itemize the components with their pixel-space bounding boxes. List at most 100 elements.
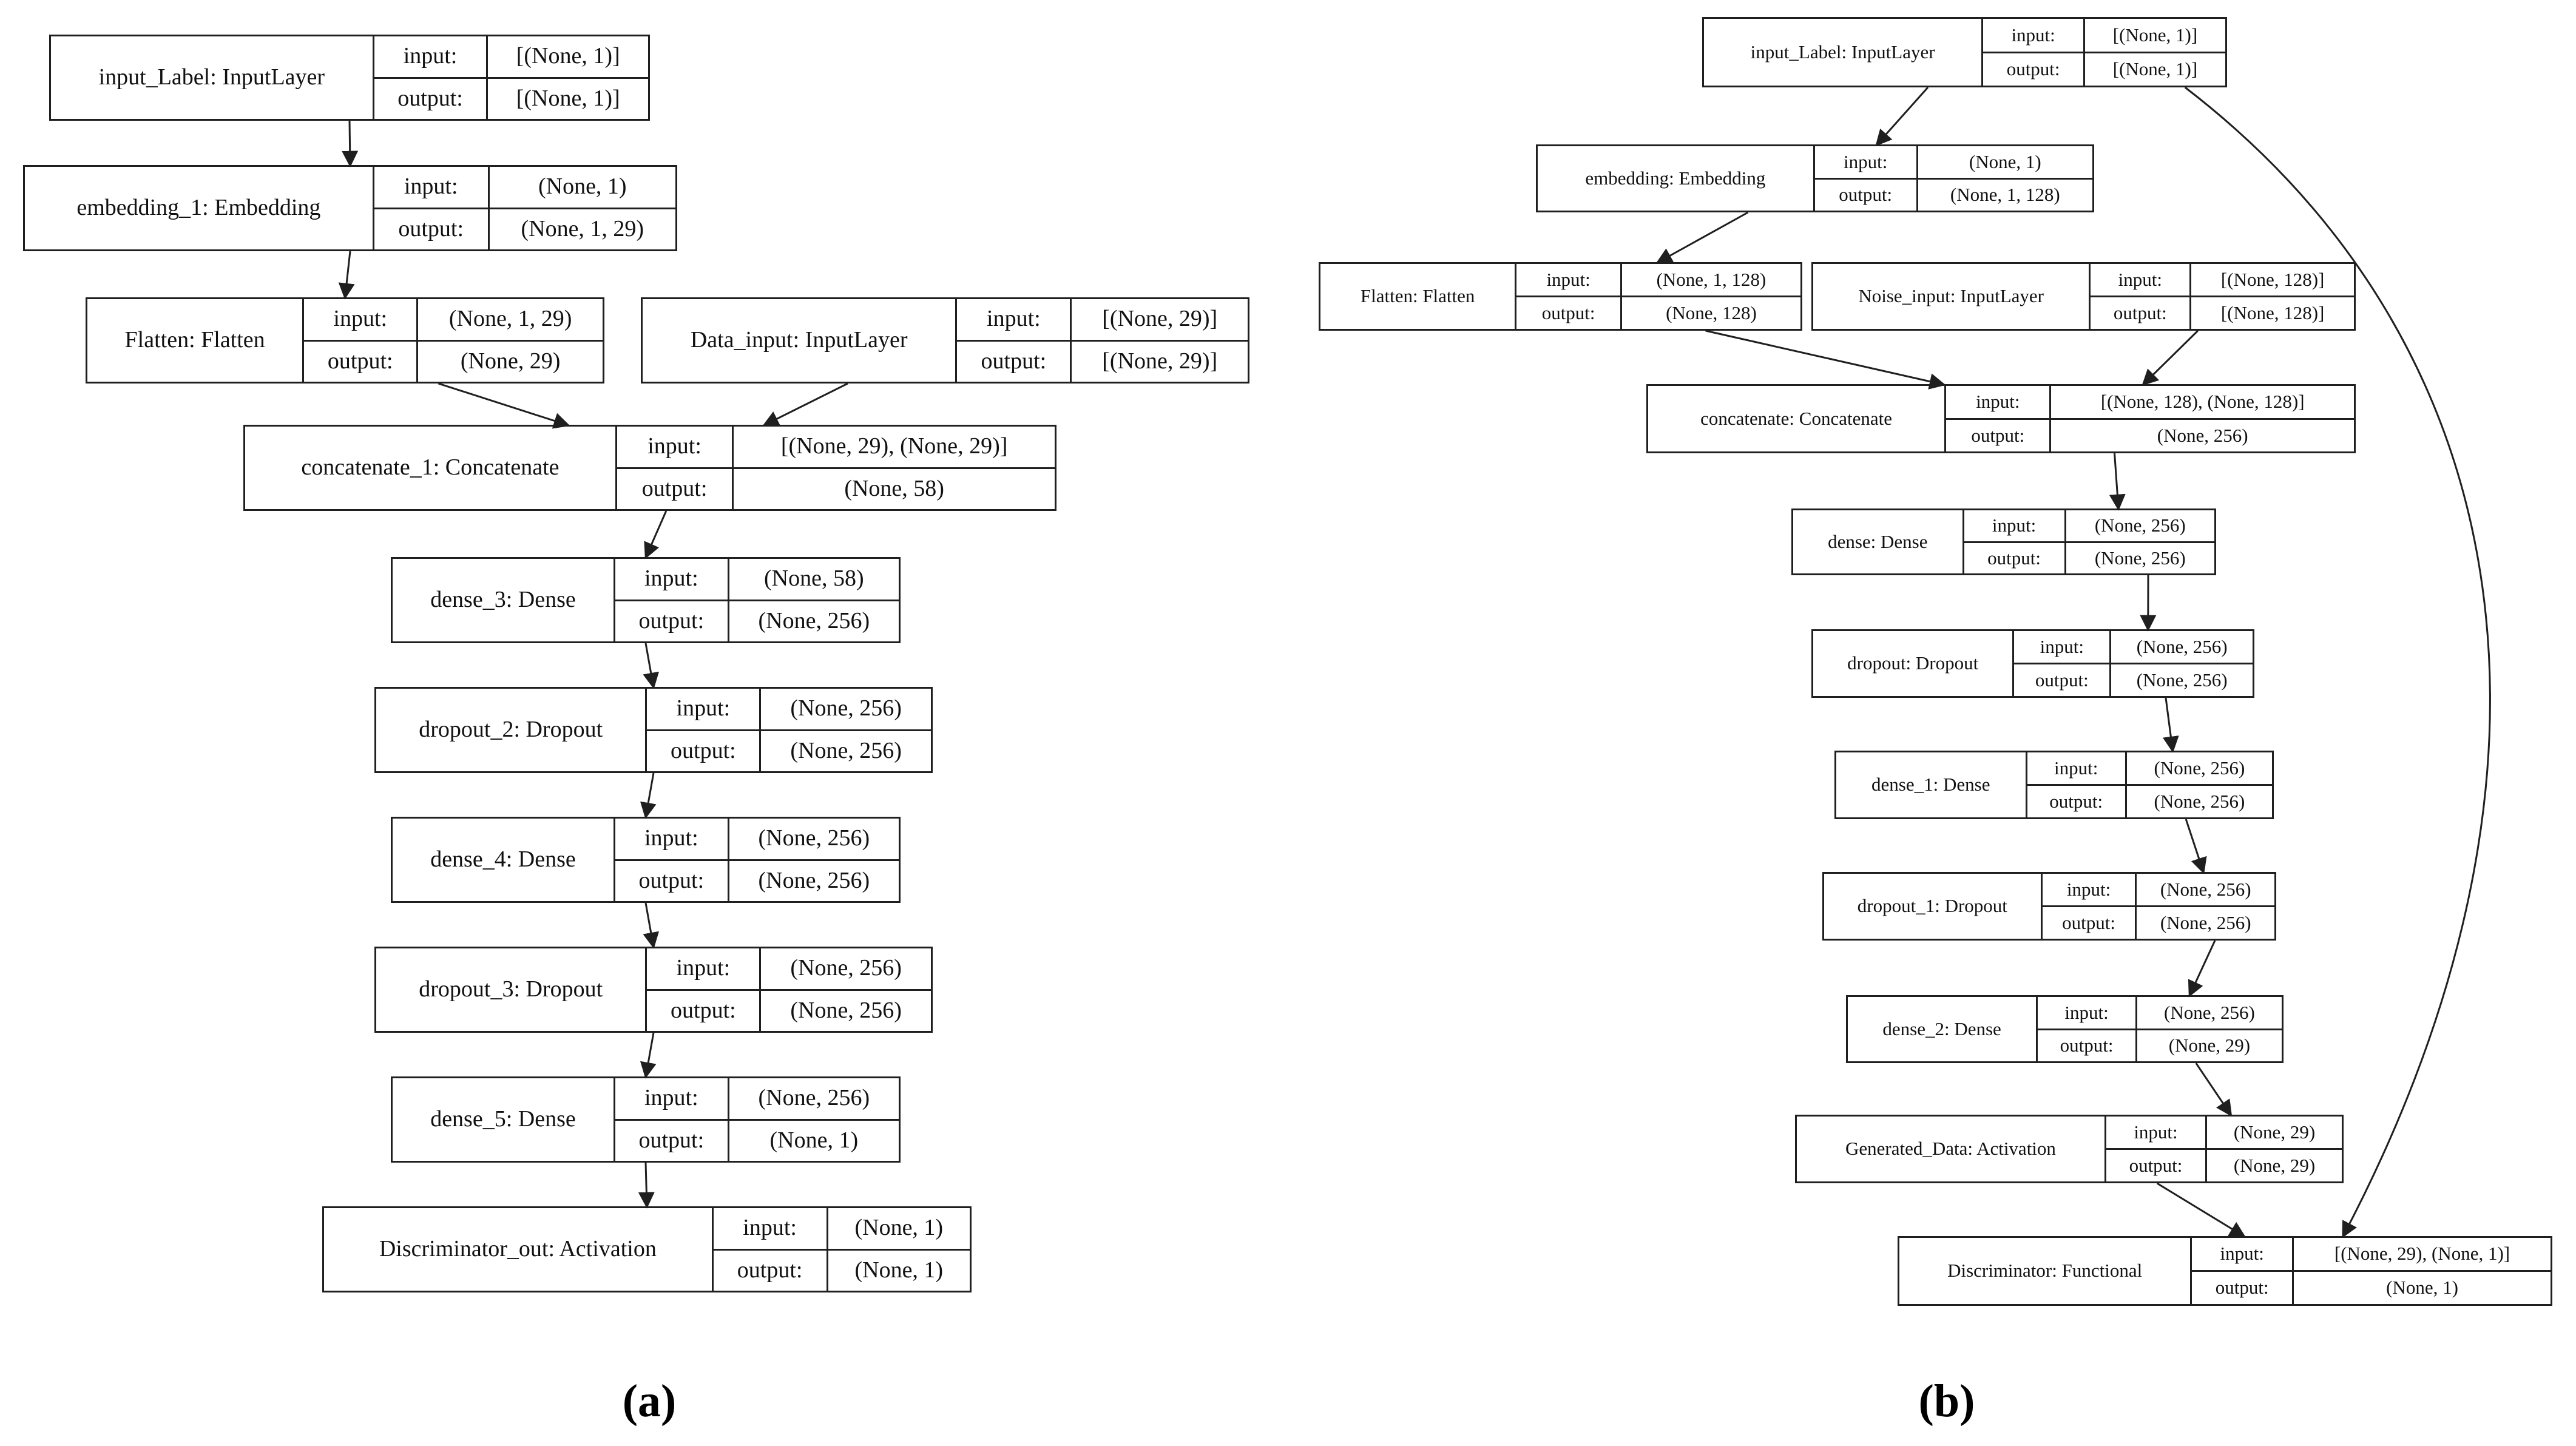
output-shape: [(None, 29)] <box>1070 339 1249 383</box>
layer-name: dense_2: Dense <box>1845 995 2038 1063</box>
layer-name: dense_1: Dense <box>1834 751 2027 819</box>
output-label: output: <box>2190 1270 2294 1306</box>
layer-name: concatenate: Concatenate <box>1646 384 1947 453</box>
output-label: output: <box>2012 663 2112 698</box>
output-label: output: <box>2040 905 2137 941</box>
output-label: output: <box>1515 296 1622 331</box>
output-label: output: <box>615 467 734 511</box>
output-shape: (None, 29) <box>2135 1028 2284 1063</box>
input-label: input: <box>372 35 488 79</box>
input-shape: [(None, 29), (None, 29)] <box>732 425 1056 469</box>
input-shape: (None, 256) <box>2125 751 2274 786</box>
output-label: output: <box>645 729 762 773</box>
output-shape: (None, 29) <box>2205 1148 2344 1183</box>
output-shape: [(None, 1)] <box>2083 51 2227 87</box>
caption-b: (b) <box>1918 1376 1975 1427</box>
layer-name: Generated_Data: Activation <box>1795 1115 2106 1183</box>
output-label: output: <box>1981 51 2085 87</box>
input-shape: (None, 29) <box>2205 1115 2344 1150</box>
output-shape: (None, 1, 128) <box>1916 177 2095 212</box>
input-label: input: <box>2025 751 2127 786</box>
input-shape: (None, 1) <box>1916 144 2095 180</box>
input-label: input: <box>1515 262 1622 297</box>
layer-name: Discriminator_out: Activation <box>322 1206 714 1292</box>
input-shape: (None, 256) <box>2135 872 2276 907</box>
output-shape: (None, 256) <box>727 859 901 903</box>
input-label: input: <box>1813 144 1918 180</box>
output-label: output: <box>1944 417 2052 453</box>
input-label: input: <box>2190 1236 2294 1272</box>
layer-name: concatenate_1: Concatenate <box>243 425 617 511</box>
input-label: input: <box>613 557 729 601</box>
layer-name: input_Label: InputLayer <box>1702 17 1984 87</box>
output-label: output: <box>955 339 1072 383</box>
input-label: input: <box>1944 384 2052 420</box>
input-label: input: <box>645 687 762 731</box>
output-shape: (None, 1) <box>727 1118 901 1163</box>
output-label: output: <box>372 207 490 251</box>
caption-a: (a) <box>622 1376 677 1427</box>
input-label: input: <box>1981 17 2085 53</box>
layer-name: Flatten: Flatten <box>1318 262 1517 331</box>
input-shape: [(None, 1)] <box>486 35 650 79</box>
input-label: input: <box>372 165 490 209</box>
output-shape: (None, 256) <box>2125 784 2274 819</box>
input-shape: (None, 256) <box>759 687 933 731</box>
layer-name: Data_input: InputLayer <box>640 297 958 383</box>
input-label: input: <box>711 1206 828 1251</box>
layer-name: dense_5: Dense <box>391 1076 615 1163</box>
layer-name: dropout_2: Dropout <box>374 687 647 773</box>
input-shape: (None, 256) <box>759 947 933 991</box>
output-label: output: <box>613 1118 729 1163</box>
output-label: output: <box>645 988 762 1033</box>
layer-name: embedding_1: Embedding <box>23 165 374 251</box>
output-label: output: <box>1813 177 1918 212</box>
layer-name: Noise_input: InputLayer <box>1811 262 2091 331</box>
input-label: input: <box>955 297 1072 342</box>
layer-name: dropout: Dropout <box>1811 629 2015 698</box>
output-shape: (None, 256) <box>759 988 933 1033</box>
output-shape: (None, 58) <box>732 467 1056 511</box>
output-label: output: <box>613 599 729 643</box>
layer-name: Flatten: Flatten <box>85 297 305 383</box>
layer-name: dense: Dense <box>1791 508 1964 575</box>
output-shape: (None, 256) <box>2135 905 2276 941</box>
input-label: input: <box>615 425 734 469</box>
output-shape: (None, 256) <box>759 729 933 773</box>
input-label: input: <box>2012 629 2112 664</box>
output-shape: (None, 256) <box>2064 541 2217 575</box>
input-shape: (None, 256) <box>2135 995 2284 1030</box>
input-shape: (None, 1) <box>826 1206 972 1251</box>
input-label: input: <box>1962 508 2066 543</box>
layer-name: embedding: Embedding <box>1536 144 1815 212</box>
output-label: output: <box>2025 784 2127 819</box>
output-label: output: <box>2036 1028 2137 1063</box>
output-shape: (None, 256) <box>2049 417 2356 453</box>
output-shape: (None, 256) <box>2109 663 2254 698</box>
input-shape: [(None, 128), (None, 128)] <box>2049 384 2356 420</box>
output-label: output: <box>613 859 729 903</box>
output-shape: (None, 29) <box>416 339 604 383</box>
output-label: output: <box>302 339 419 383</box>
